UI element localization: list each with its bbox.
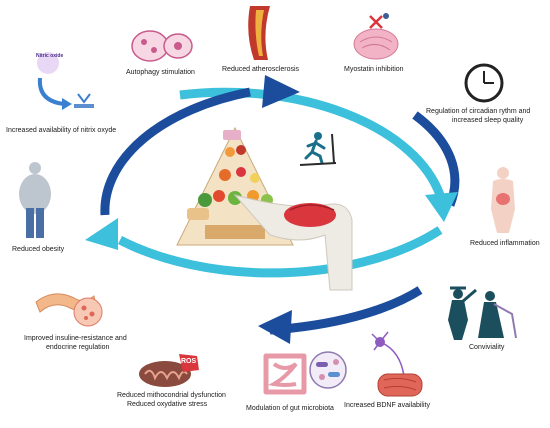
dancers-icon bbox=[448, 286, 517, 340]
label-insulin-2: endocrine regulation bbox=[46, 344, 110, 351]
label-atherosclerosis: Reduced atherosclerosis bbox=[222, 66, 300, 73]
label-mito-1: Reduced mithocondrial dysfunction bbox=[117, 392, 226, 399]
intestine-icon bbox=[263, 353, 307, 395]
pancreas-icon bbox=[35, 293, 103, 327]
cycle-arc-dark-bottom bbox=[269, 286, 423, 335]
body-inflammation-icon bbox=[491, 167, 515, 233]
nitric-oxide-icon: Nitric oxide bbox=[30, 52, 76, 74]
cycle-arc-light-bottom bbox=[117, 226, 443, 278]
label-circadian-2: increased sleep quality bbox=[452, 117, 524, 124]
ros-badge: ROS bbox=[181, 358, 197, 365]
clock-icon bbox=[464, 63, 504, 103]
mitochondria-shape bbox=[139, 354, 199, 387]
label-bdnf: Increased BDNF availability bbox=[344, 402, 430, 409]
label-autophagy: Autophagy stimulation bbox=[126, 69, 195, 76]
muscle-icon bbox=[353, 13, 399, 60]
vessel-icon bbox=[131, 30, 193, 62]
label-microbiota: Modulation of gut microbiota bbox=[246, 405, 334, 412]
label-insulin-1: Improved insuline-resistance and bbox=[24, 335, 127, 342]
label-obesity: Reduced obesity bbox=[12, 246, 65, 253]
artery-icon bbox=[248, 6, 270, 60]
treadmill-runner-icon bbox=[299, 132, 337, 166]
arrowhead-right bbox=[425, 192, 458, 222]
arrowhead-left bbox=[85, 218, 118, 250]
bacteria-icon bbox=[309, 351, 347, 389]
label-nitric: Increased availability of nitrix oxyde bbox=[6, 127, 117, 134]
label-mito-2: Reduced oxydative stress bbox=[127, 401, 208, 408]
flexed-arm-icon bbox=[233, 194, 353, 291]
label-inflammation: Reduced inflammation bbox=[470, 240, 540, 247]
obese-person-icon bbox=[19, 162, 51, 238]
label-myostatin: Myostatin inhibition bbox=[344, 66, 404, 73]
nitric-oxide-icon-label: Nitric oxide bbox=[36, 53, 64, 59]
nitric-oxide-glow bbox=[37, 52, 59, 74]
mitochondria-icon: ROS bbox=[137, 352, 201, 388]
cycle-arc-dark bbox=[100, 87, 251, 216]
arrowhead-top bbox=[262, 75, 300, 108]
neuron-icon bbox=[371, 331, 423, 397]
nitric-receptor-icon bbox=[37, 77, 94, 110]
label-conviviality: Conviviality bbox=[469, 344, 505, 351]
arrowhead-bottom bbox=[258, 310, 292, 344]
label-circadian-1: Regulation of circadian rythm and bbox=[426, 108, 531, 115]
